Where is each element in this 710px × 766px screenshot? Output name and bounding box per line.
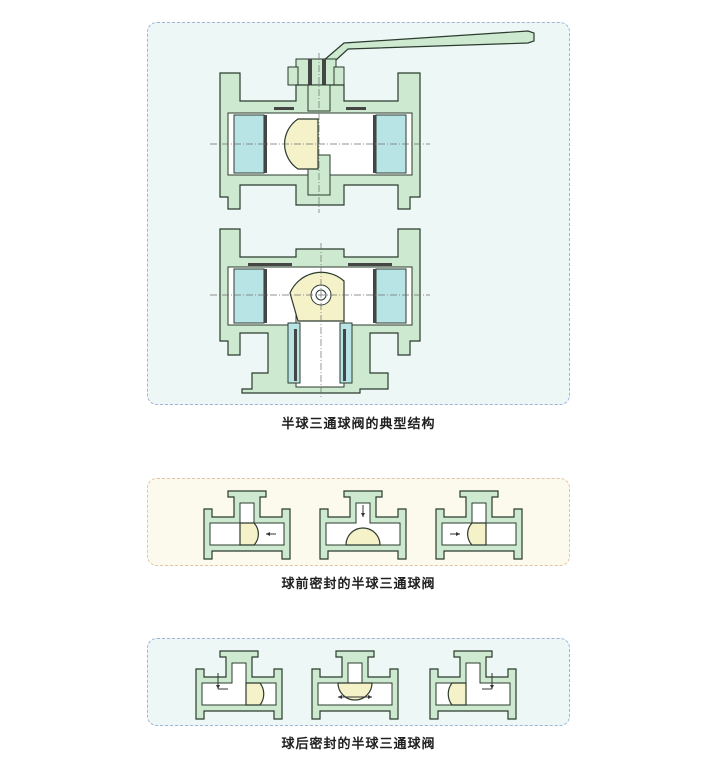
caption-front-seal: 球前密封的半球三通球阀 xyxy=(281,577,436,592)
top-valve-section xyxy=(210,30,535,213)
valve-section-drawing xyxy=(210,30,535,399)
rear-seal-valve-3 xyxy=(429,650,517,720)
typical-structure-panel xyxy=(147,22,570,405)
stem-housing xyxy=(295,58,337,88)
front-seal-valve-3 xyxy=(435,490,523,560)
bottom-valve-section xyxy=(210,228,430,399)
rear-seal-valve-2 xyxy=(311,650,399,720)
rear-seal-valve-1 xyxy=(195,650,283,720)
half-ball xyxy=(284,118,319,170)
front-seal-diagrams xyxy=(203,490,523,560)
valve-handle xyxy=(314,30,535,72)
rear-seal-diagrams xyxy=(195,650,517,720)
flow-arrow-icon xyxy=(361,513,365,517)
caption-typical-structure: 半球三通球阀的典型结构 xyxy=(281,417,436,432)
front-seal-panel xyxy=(147,478,570,566)
flow-arrow-icon xyxy=(266,532,270,536)
front-seal-valve-2 xyxy=(319,490,407,560)
flow-arrow-icon xyxy=(338,695,342,699)
flow-arrow-icon xyxy=(456,532,460,536)
rear-seal-panel xyxy=(147,638,570,726)
flow-arrow-icon xyxy=(216,685,220,689)
flow-arrow-icon xyxy=(490,685,494,689)
front-seal-valve-1 xyxy=(203,490,291,560)
caption-rear-seal: 球后密封的半球三通球阀 xyxy=(281,737,436,752)
